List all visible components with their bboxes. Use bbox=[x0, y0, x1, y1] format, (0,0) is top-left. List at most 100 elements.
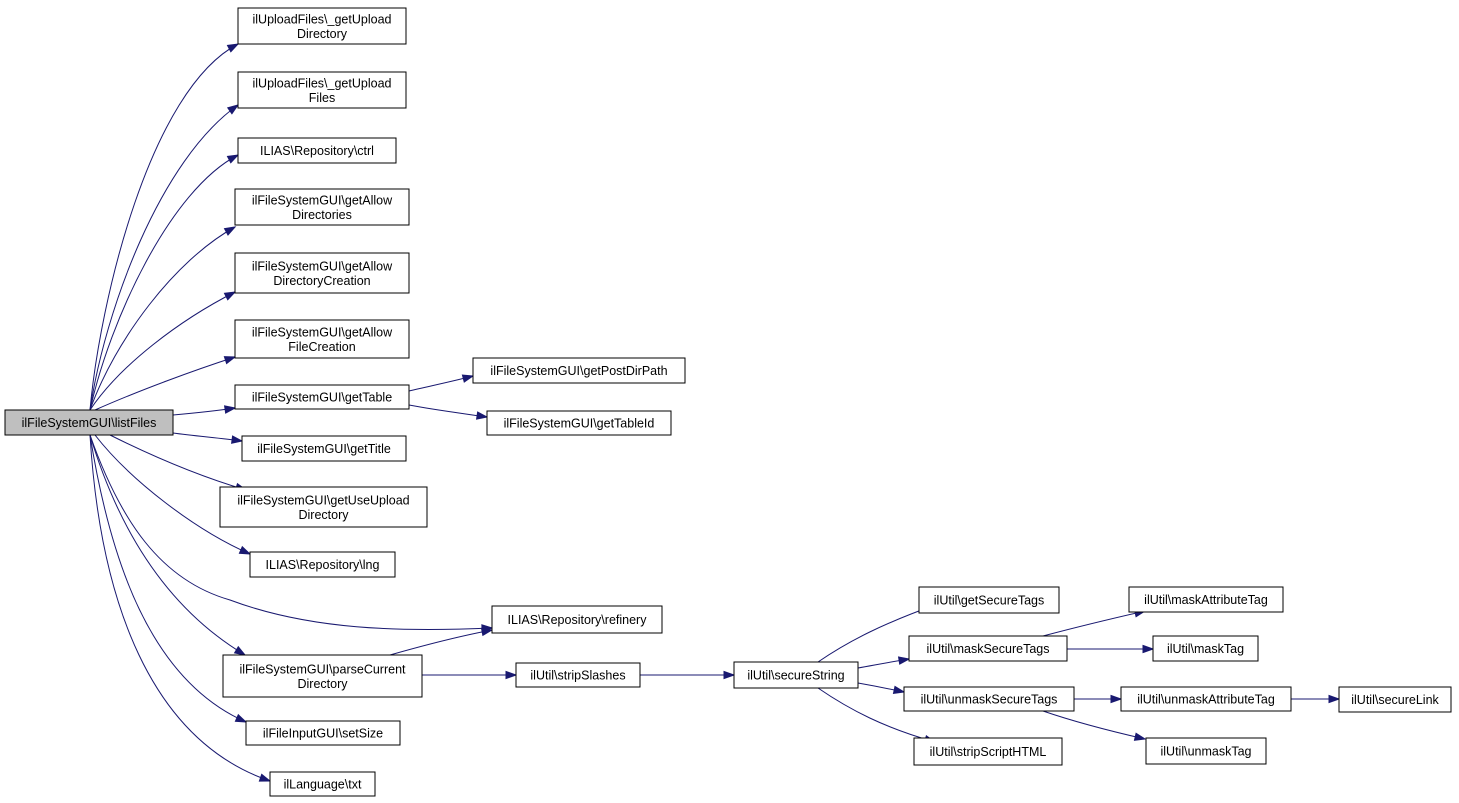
node-label-line: Files bbox=[309, 91, 335, 105]
edge-root-to-allow_filecreate bbox=[94, 356, 237, 411]
node-label-line: ilFileSystemGUI\getPostDirPath bbox=[490, 364, 667, 378]
arrowhead bbox=[223, 405, 237, 414]
arrowhead bbox=[1110, 694, 1123, 704]
arrowhead bbox=[892, 685, 906, 695]
node-label-line: ilFileSystemGUI\getUseUpload bbox=[237, 493, 409, 507]
arrowhead bbox=[475, 411, 489, 420]
edge-line bbox=[89, 291, 236, 411]
node-box bbox=[237, 71, 407, 109]
arrowhead bbox=[223, 356, 237, 365]
node-repo-ctrl[interactable]: ILIAS\Repository\ctrl bbox=[237, 137, 397, 164]
edge-line bbox=[89, 434, 493, 631]
node-box bbox=[219, 486, 428, 528]
node-box bbox=[918, 586, 1060, 614]
node-strip-slashes[interactable]: ilUtil\stripSlashes bbox=[515, 662, 641, 688]
node-box bbox=[222, 654, 423, 698]
node-label-line: Directories bbox=[292, 208, 352, 222]
node-label-line: ILIAS\Repository\lng bbox=[266, 558, 380, 572]
node-box bbox=[237, 7, 407, 45]
node-label-line: ilUploadFiles\_getUpload bbox=[253, 12, 392, 26]
node-mask-secure-tags[interactable]: ilUtil\maskSecureTags bbox=[908, 635, 1068, 662]
edge-root-to-refinery bbox=[89, 434, 494, 633]
arrowhead bbox=[480, 627, 494, 637]
node-get-secure-tags[interactable]: ilUtil\getSecureTags bbox=[918, 586, 1060, 614]
arrowhead bbox=[223, 291, 237, 301]
edge-line bbox=[94, 356, 236, 411]
node-box bbox=[234, 384, 410, 410]
edge-line bbox=[89, 43, 239, 411]
node-box bbox=[1128, 586, 1284, 613]
node-allow-dircreate[interactable]: ilFileSystemGUI\getAllowDirectoryCreatio… bbox=[234, 252, 410, 294]
node-table-id[interactable]: ilFileSystemGUI\getTableId bbox=[486, 410, 672, 436]
edge-line bbox=[94, 434, 251, 555]
node-lang-txt[interactable]: ilLanguage\txt bbox=[269, 771, 376, 797]
node-box bbox=[245, 720, 401, 746]
node-label-line: Directory bbox=[297, 27, 348, 41]
arrowhead bbox=[461, 374, 475, 383]
node-label-line: ilUtil\secureString bbox=[747, 669, 844, 683]
node-refinery[interactable]: ILIAS\Repository\refinery bbox=[491, 605, 663, 634]
node-box bbox=[234, 252, 410, 294]
node-label-line: ilLanguage\txt bbox=[284, 778, 362, 792]
node-get-title[interactable]: ilFileSystemGUI\getTitle bbox=[241, 435, 407, 462]
arrowhead bbox=[231, 435, 244, 444]
edge-root-to-upl_dir bbox=[89, 43, 240, 411]
arrowhead bbox=[226, 104, 240, 115]
edge-get_table-to-post_dir bbox=[408, 374, 475, 392]
node-box bbox=[237, 137, 397, 164]
node-label-line: ilFileSystemGUI\getAllow bbox=[252, 325, 393, 339]
node-secure-link[interactable]: ilUtil\secureLink bbox=[1338, 686, 1452, 713]
node-strip-script[interactable]: ilUtil\stripScriptHTML bbox=[913, 737, 1063, 766]
node-label-line: ilFileSystemGUI\getAllow bbox=[252, 193, 393, 207]
arrowhead bbox=[258, 773, 272, 782]
node-label-line: ilUtil\stripScriptHTML bbox=[930, 745, 1047, 759]
node-root[interactable]: ilFileSystemGUI\listFiles bbox=[4, 409, 174, 436]
node-post-dir[interactable]: ilFileSystemGUI\getPostDirPath bbox=[472, 357, 686, 384]
node-label-line: ilUtil\maskTag bbox=[1167, 642, 1244, 656]
edge-root-to-parse_dir bbox=[89, 434, 247, 656]
edge-root-to-use_upload bbox=[109, 434, 248, 492]
node-box bbox=[515, 662, 641, 688]
edge-mask_secure_tags-to-mask_attr bbox=[1042, 609, 1147, 637]
edge-parse_dir-to-strip_slashes bbox=[421, 670, 518, 680]
node-box bbox=[913, 737, 1063, 766]
edge-line bbox=[1042, 610, 1146, 637]
node-box bbox=[472, 357, 686, 384]
arrowhead bbox=[897, 656, 911, 665]
edge-line bbox=[89, 104, 239, 411]
node-label-line: ilUtil\unmaskSecureTags bbox=[921, 693, 1058, 707]
node-secure-string[interactable]: ilUtil\secureString bbox=[733, 661, 859, 689]
node-box bbox=[491, 605, 663, 634]
arrowhead bbox=[238, 545, 252, 555]
edge-unmask_attr-to-secure_link bbox=[1291, 694, 1341, 704]
node-unmask-attr[interactable]: ilUtil\unmaskAttributeTag bbox=[1120, 686, 1292, 712]
node-get-table[interactable]: ilFileSystemGUI\getTable bbox=[234, 384, 410, 410]
edge-line bbox=[89, 226, 236, 411]
node-label-line: ilFileInputGUI\setSize bbox=[263, 727, 383, 741]
node-mask-attr[interactable]: ilUtil\maskAttributeTag bbox=[1128, 586, 1284, 613]
edge-root-to-get_table bbox=[172, 405, 237, 416]
node-unmask-tag[interactable]: ilUtil\unmaskTag bbox=[1145, 737, 1267, 765]
node-label-line: ilUploadFiles\_getUpload bbox=[253, 76, 392, 90]
node-label-line: ILIAS\Repository\refinery bbox=[508, 613, 648, 627]
arrowhead bbox=[505, 670, 518, 680]
node-label-line: ilFileSystemGUI\parseCurrent bbox=[239, 662, 406, 676]
node-label-line: ilFileSystemGUI\getTable bbox=[252, 391, 392, 405]
arrowhead bbox=[233, 645, 247, 656]
node-mask-tag[interactable]: ilUtil\maskTag bbox=[1152, 635, 1259, 662]
node-repo-lng[interactable]: ILIAS\Repository\lng bbox=[249, 551, 396, 578]
edge-strip_slashes-to-secure_string bbox=[639, 670, 736, 680]
arrowhead bbox=[226, 154, 240, 164]
edge-line bbox=[89, 154, 239, 411]
node-box bbox=[486, 410, 672, 436]
node-unmask-secure-tags[interactable]: ilUtil\unmaskSecureTags bbox=[903, 686, 1075, 712]
edge-unmask_secure_tags-to-unmask_attr bbox=[1074, 694, 1123, 704]
edge-line bbox=[89, 434, 247, 723]
node-set-size[interactable]: ilFileInputGUI\setSize bbox=[245, 720, 401, 746]
